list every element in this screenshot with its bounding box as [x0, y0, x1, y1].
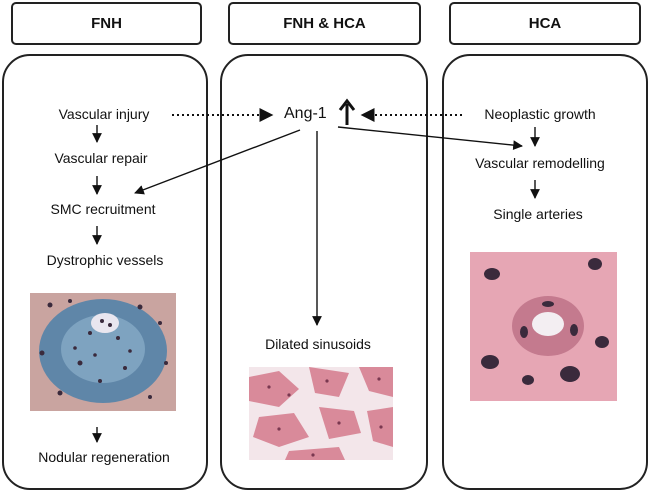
arrow-ang1-to-smc: [134, 129, 301, 195]
header-fnh: FNH: [11, 2, 202, 45]
step-vascular-injury: Vascular injury: [58, 106, 150, 122]
outcome-dilated-sinusoids: Dilated sinusoids: [265, 336, 371, 352]
histology-image-fnh: [30, 293, 176, 411]
panel-fnh: [2, 54, 208, 490]
header-fnh-hca: FNH & HCA: [228, 2, 421, 45]
ang1-label: Ang-1: [284, 105, 327, 122]
step-vascular-remodelling: Vascular remodelling: [475, 155, 605, 171]
step-vascular-repair: Vascular repair: [54, 150, 148, 166]
step-smc-recruitment: SMC recruitment: [50, 201, 156, 217]
histology-image-sinusoids: [249, 367, 393, 460]
header-hca: HCA: [449, 2, 641, 45]
up-arrow-icon: [338, 98, 356, 125]
step-single-arteries: Single arteries: [493, 206, 583, 222]
arrow-ang1-to-remodelling: [337, 126, 523, 150]
step-nodular-regeneration: Nodular regeneration: [38, 449, 170, 465]
step-dystrophic-vessels: Dystrophic vessels: [46, 252, 164, 268]
step-neoplastic-growth: Neoplastic growth: [484, 106, 596, 122]
histology-image-hca: [470, 252, 617, 401]
